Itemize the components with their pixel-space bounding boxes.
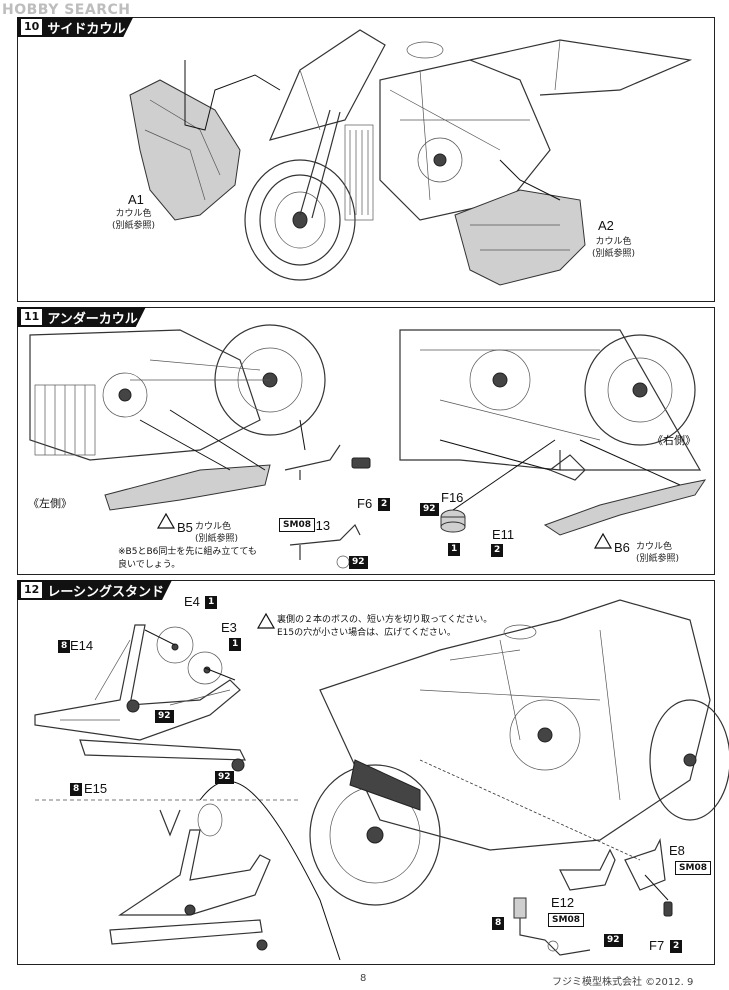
a2-note: カウル色 (別紙参照) (592, 237, 636, 259)
f16-badge: 1 (448, 543, 461, 556)
step-12-title: 12 レーシングスタンド (17, 580, 172, 600)
92-badge-step12-a: 92 (155, 710, 174, 723)
b6-note: カウル色 (別紙参照) (636, 542, 680, 564)
e3-label: E3 (221, 620, 237, 635)
e4-label: E4 (184, 594, 200, 609)
f7-badge: 2 (670, 940, 683, 953)
e15-badge: 8 (70, 783, 83, 796)
step-11-title-text: アンダーカウル (47, 311, 138, 327)
e11-label: E11 (492, 527, 515, 542)
b6-label: B6 (614, 540, 630, 555)
f6-label: F6 (357, 496, 373, 511)
step-11-number: 11 (21, 309, 42, 325)
step-10-number: 10 (21, 19, 42, 35)
a1-note: カウル色 (別紙参照) (112, 209, 156, 231)
a1-label: A1 (128, 192, 144, 207)
92-badge-step11-b: 92 (420, 503, 439, 516)
step-10-title-text: サイドカウル (47, 21, 126, 37)
watermark: HOBBY SEARCH (2, 2, 131, 18)
b5-b6-assembly-note: ※B5とB6同士を先に組み立てても 良いでしょう。 (118, 547, 257, 570)
sm08-circle-step11: SM08 (279, 518, 315, 532)
left-side-label: 《左側》 (28, 498, 72, 510)
step-10-title: 10 サイドカウル (17, 17, 133, 37)
92-badge-step12-b: 92 (215, 771, 234, 784)
a2-label: A2 (598, 218, 614, 233)
step-11-panel: 11 アンダーカウル (17, 307, 715, 575)
step-12-warning-note: 裏側の２本のボスの、短い方を切り取ってください。 E15の穴が小さい場合は、広げ… (277, 615, 493, 638)
92-badge-step11-a: 92 (349, 556, 368, 569)
e14-label: E14 (70, 638, 94, 653)
step-10-panel: 10 サイドカウル (17, 17, 715, 302)
e12-badge: 8 (492, 917, 505, 930)
step-11-title: 11 アンダーカウル (17, 307, 146, 327)
sm08-circle-step12-b: SM08 (548, 913, 584, 927)
f7-label: F7 (649, 938, 665, 953)
step-12-panel: 12 レーシングスタンド (17, 580, 715, 965)
b5-note: カウル色 (別紙参照) (195, 522, 239, 544)
e11-badge: 2 (491, 544, 504, 557)
copyright: フジミ模型株式会社 ©2012. 9 (552, 977, 694, 988)
92-badge-step12-c: 92 (604, 934, 623, 947)
e14-badge: 8 (58, 640, 71, 653)
b5-label: B5 (177, 520, 193, 535)
step-12-number: 12 (21, 582, 42, 598)
e15-label: E15 (84, 781, 108, 796)
e8-label: E8 (669, 843, 685, 858)
right-side-label: 《右側》 (652, 435, 696, 447)
e12-label: E12 (551, 895, 575, 910)
f16-label: F16 (441, 490, 464, 505)
sm08-circle-step12-a: SM08 (675, 861, 711, 875)
f6-badge: 2 (378, 498, 391, 511)
step-12-title-text: レーシングスタンド (47, 584, 165, 600)
e4-badge: 1 (205, 596, 218, 609)
page-number: 8 (360, 973, 367, 984)
e3-badge: 1 (229, 638, 242, 651)
